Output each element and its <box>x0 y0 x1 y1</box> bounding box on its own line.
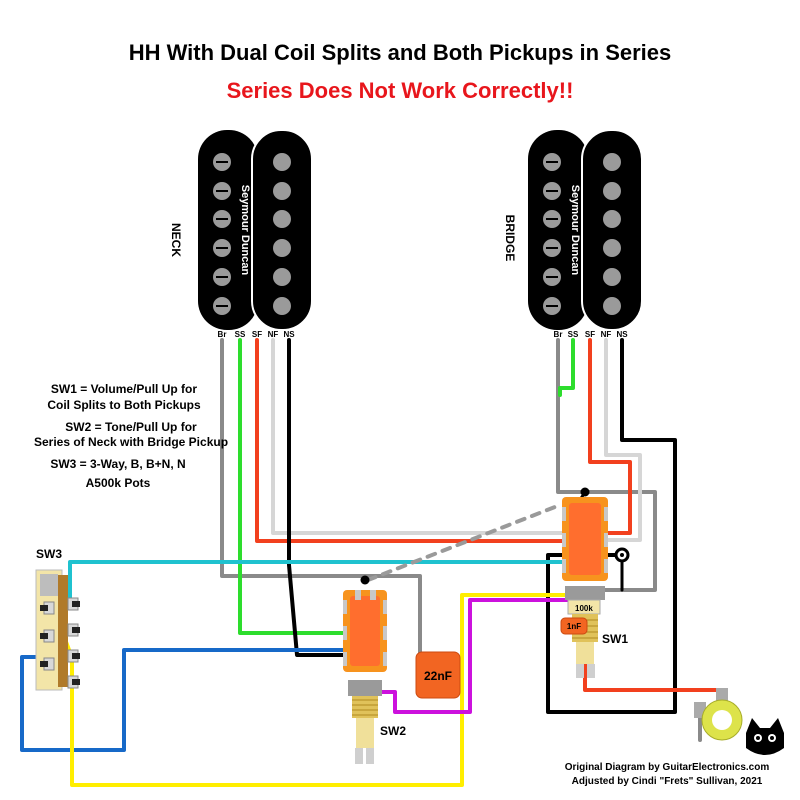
credit-line1: Original Diagram by GuitarElectronics.co… <box>565 762 770 773</box>
neck-brand-label: Seymour Duncan <box>239 185 251 276</box>
treble-cap-label: 1nF <box>567 622 581 631</box>
neck-nf-wire <box>271 338 574 535</box>
purple-wire <box>380 598 574 714</box>
neck-sf-wire <box>255 338 572 543</box>
cat-logo-icon <box>746 718 784 755</box>
note-sw2-line1: SW2 = Tone/Pull Up for <box>65 420 197 434</box>
neck-ss-wire <box>238 338 350 635</box>
bridge-bare-wire <box>556 338 657 592</box>
note-sw2-line2: Series of Neck with Bridge Pickup <box>34 435 228 449</box>
diagram-subtitle: Series Does Not Work Correctly!! <box>227 78 574 103</box>
sw3-switch: SW3 <box>35 547 80 691</box>
neck-ns-wire <box>287 338 350 657</box>
neck-lead-br: Br <box>218 330 227 339</box>
sw1-pot: 100k SW1 <box>562 487 630 678</box>
tone-cap-label: 22nF <box>424 669 452 683</box>
neck-pickup-label: NECK <box>169 223 183 257</box>
sw2-pot: SW2 <box>343 575 406 764</box>
bridge-lead-sf: SF <box>585 330 595 339</box>
bridge-nf-wire <box>604 338 642 542</box>
neck-lead-sf: SF <box>252 330 262 339</box>
credit-line2: Adjusted by Cindi "Frets" Sullivan, 2021 <box>572 776 763 787</box>
neck-pickup: Seymour Duncan NECK Br SS SF NF NS <box>169 129 313 339</box>
output-jack <box>694 688 743 741</box>
bridge-pickup: Seymour Duncan BRIDGE Br SS SF NF NS <box>503 129 643 339</box>
treble-capacitor: 1nF <box>560 617 588 635</box>
bridge-ns-wire <box>546 338 677 714</box>
sw1-label: SW1 <box>602 632 628 646</box>
tone-capacitor: 22nF <box>415 651 461 699</box>
wires <box>20 338 724 787</box>
neck-lead-ss: SS <box>235 330 246 339</box>
pullup-dash-wire <box>366 503 562 582</box>
bridge-sf-wire <box>588 338 632 535</box>
neck-lead-nf: NF <box>268 330 279 339</box>
treble-resistor-label: 100k <box>575 604 593 613</box>
neck-bare-wire <box>220 338 422 677</box>
note-sw1-line2: Coil Splits to Both Pickups <box>47 398 201 412</box>
sw2-label: SW2 <box>380 724 406 738</box>
note-pots: A500k Pots <box>86 476 151 490</box>
bridge-lead-ss: SS <box>568 330 579 339</box>
yellow-wire <box>53 593 574 787</box>
note-sw1-line1: SW1 = Volume/Pull Up for <box>51 382 197 396</box>
bridge-brand-label: Seymour Duncan <box>569 185 581 276</box>
neck-lead-ns: NS <box>283 330 295 339</box>
sw3-label: SW3 <box>36 547 62 561</box>
bridge-pickup-label: BRIDGE <box>503 215 517 262</box>
bridge-lead-nf: NF <box>601 330 612 339</box>
notes-block: SW1 = Volume/Pull Up for Coil Splits to … <box>34 382 228 490</box>
bridge-lead-ns: NS <box>616 330 628 339</box>
note-sw3: SW3 = 3-Way, B, B+N, N <box>50 457 185 471</box>
diagram-title: HH With Dual Coil Splits and Both Pickup… <box>129 40 672 65</box>
bridge-lead-br: Br <box>554 330 563 339</box>
bridge-ss-wire <box>558 338 575 397</box>
cyan-wire <box>68 560 574 604</box>
